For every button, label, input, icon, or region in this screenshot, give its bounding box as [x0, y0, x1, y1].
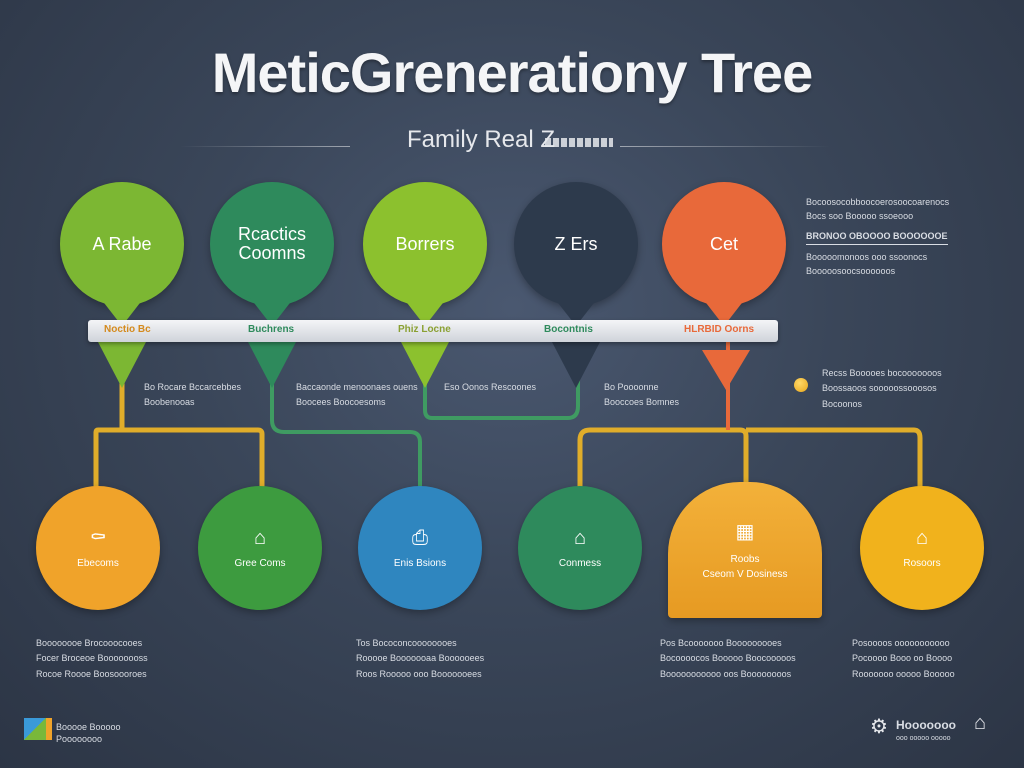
cone-d — [552, 342, 600, 388]
right-note: Bocoosocobboocoerosoocoarenocs Bocs soo … — [806, 197, 950, 276]
node-5-label-2: Cseom V Dosiness — [702, 568, 788, 580]
label-bar — [88, 320, 778, 342]
cone-b — [248, 342, 296, 388]
node-3-label: Enis Bsions — [393, 557, 447, 569]
node-4-label: Conmess — [558, 557, 602, 569]
pin-b-label-2: Coomns — [238, 243, 306, 263]
connector-b — [122, 427, 265, 488]
node-4[interactable]: ⌂ Conmess — [518, 486, 642, 610]
pin-c[interactable]: Borrers — [363, 182, 487, 306]
bar-label-5: HLRBID Oorns — [684, 324, 754, 335]
roof-icon: ⌂ — [915, 526, 929, 549]
connector-f — [746, 427, 923, 488]
subtitle-mark — [545, 138, 613, 147]
bar-label-2: Buchrens — [248, 324, 295, 335]
house-icon: ⌂ — [573, 526, 587, 549]
cone-c — [401, 342, 449, 388]
bar-label-1: Noctio Bc — [104, 324, 151, 335]
footer-emblem-icon: ⚙ — [870, 716, 888, 738]
pin-a[interactable]: A Rabe — [60, 182, 184, 306]
node-5-label-1: Roobs — [730, 553, 760, 565]
page-subtitle: Family Real Z — [406, 126, 556, 153]
footer-house-icon: ⌂ — [974, 712, 987, 734]
node-5[interactable]: ▦ Roobs Cseom V Dosiness — [668, 482, 822, 618]
pin-b-label-1: Rcactics — [237, 224, 306, 245]
camera-icon: ⎙ — [412, 526, 428, 549]
building-icon: ▦ — [735, 520, 755, 543]
bullet-icon — [794, 378, 808, 392]
node-2[interactable]: ⌂ Gree Coms — [198, 486, 322, 610]
pin-e[interactable]: Cet — [662, 182, 786, 306]
node-2-label: Gree Coms — [234, 557, 286, 569]
pin-d-label: Z Ers — [554, 233, 598, 254]
connector-d — [423, 342, 580, 420]
footer-logo — [24, 718, 52, 740]
node-6[interactable]: ⌂ Rosoors — [860, 486, 984, 610]
title-rule-right — [620, 146, 830, 147]
node-6-label: Rosoors — [903, 557, 941, 569]
node-3[interactable]: ⎙ Enis Bsions — [358, 486, 482, 610]
pin-c-label: Borrers — [395, 233, 455, 254]
connector-c — [270, 342, 422, 488]
bar-label-3: Phiz Locne — [398, 324, 451, 335]
node-1[interactable]: ⚰ Ebecoms — [36, 486, 160, 610]
pin-e-label: Cet — [709, 233, 738, 254]
cone-a — [98, 342, 146, 388]
mid-note-3: Eso Oonos Rescoones — [444, 382, 537, 392]
grave-icon: ⚰ — [89, 526, 107, 549]
connector-e — [577, 427, 749, 488]
pin-a-label: A Rabe — [92, 233, 152, 254]
bar-label-4: Bocontnis — [544, 324, 593, 335]
home-icon: ⌂ — [253, 526, 267, 549]
pin-d[interactable]: Z Ers — [514, 182, 638, 306]
title-rule-left — [180, 146, 350, 147]
node-1-label: Ebecoms — [77, 557, 119, 569]
page-title: MeticGrenerationy Tree — [211, 41, 813, 104]
cone-e — [702, 350, 750, 390]
